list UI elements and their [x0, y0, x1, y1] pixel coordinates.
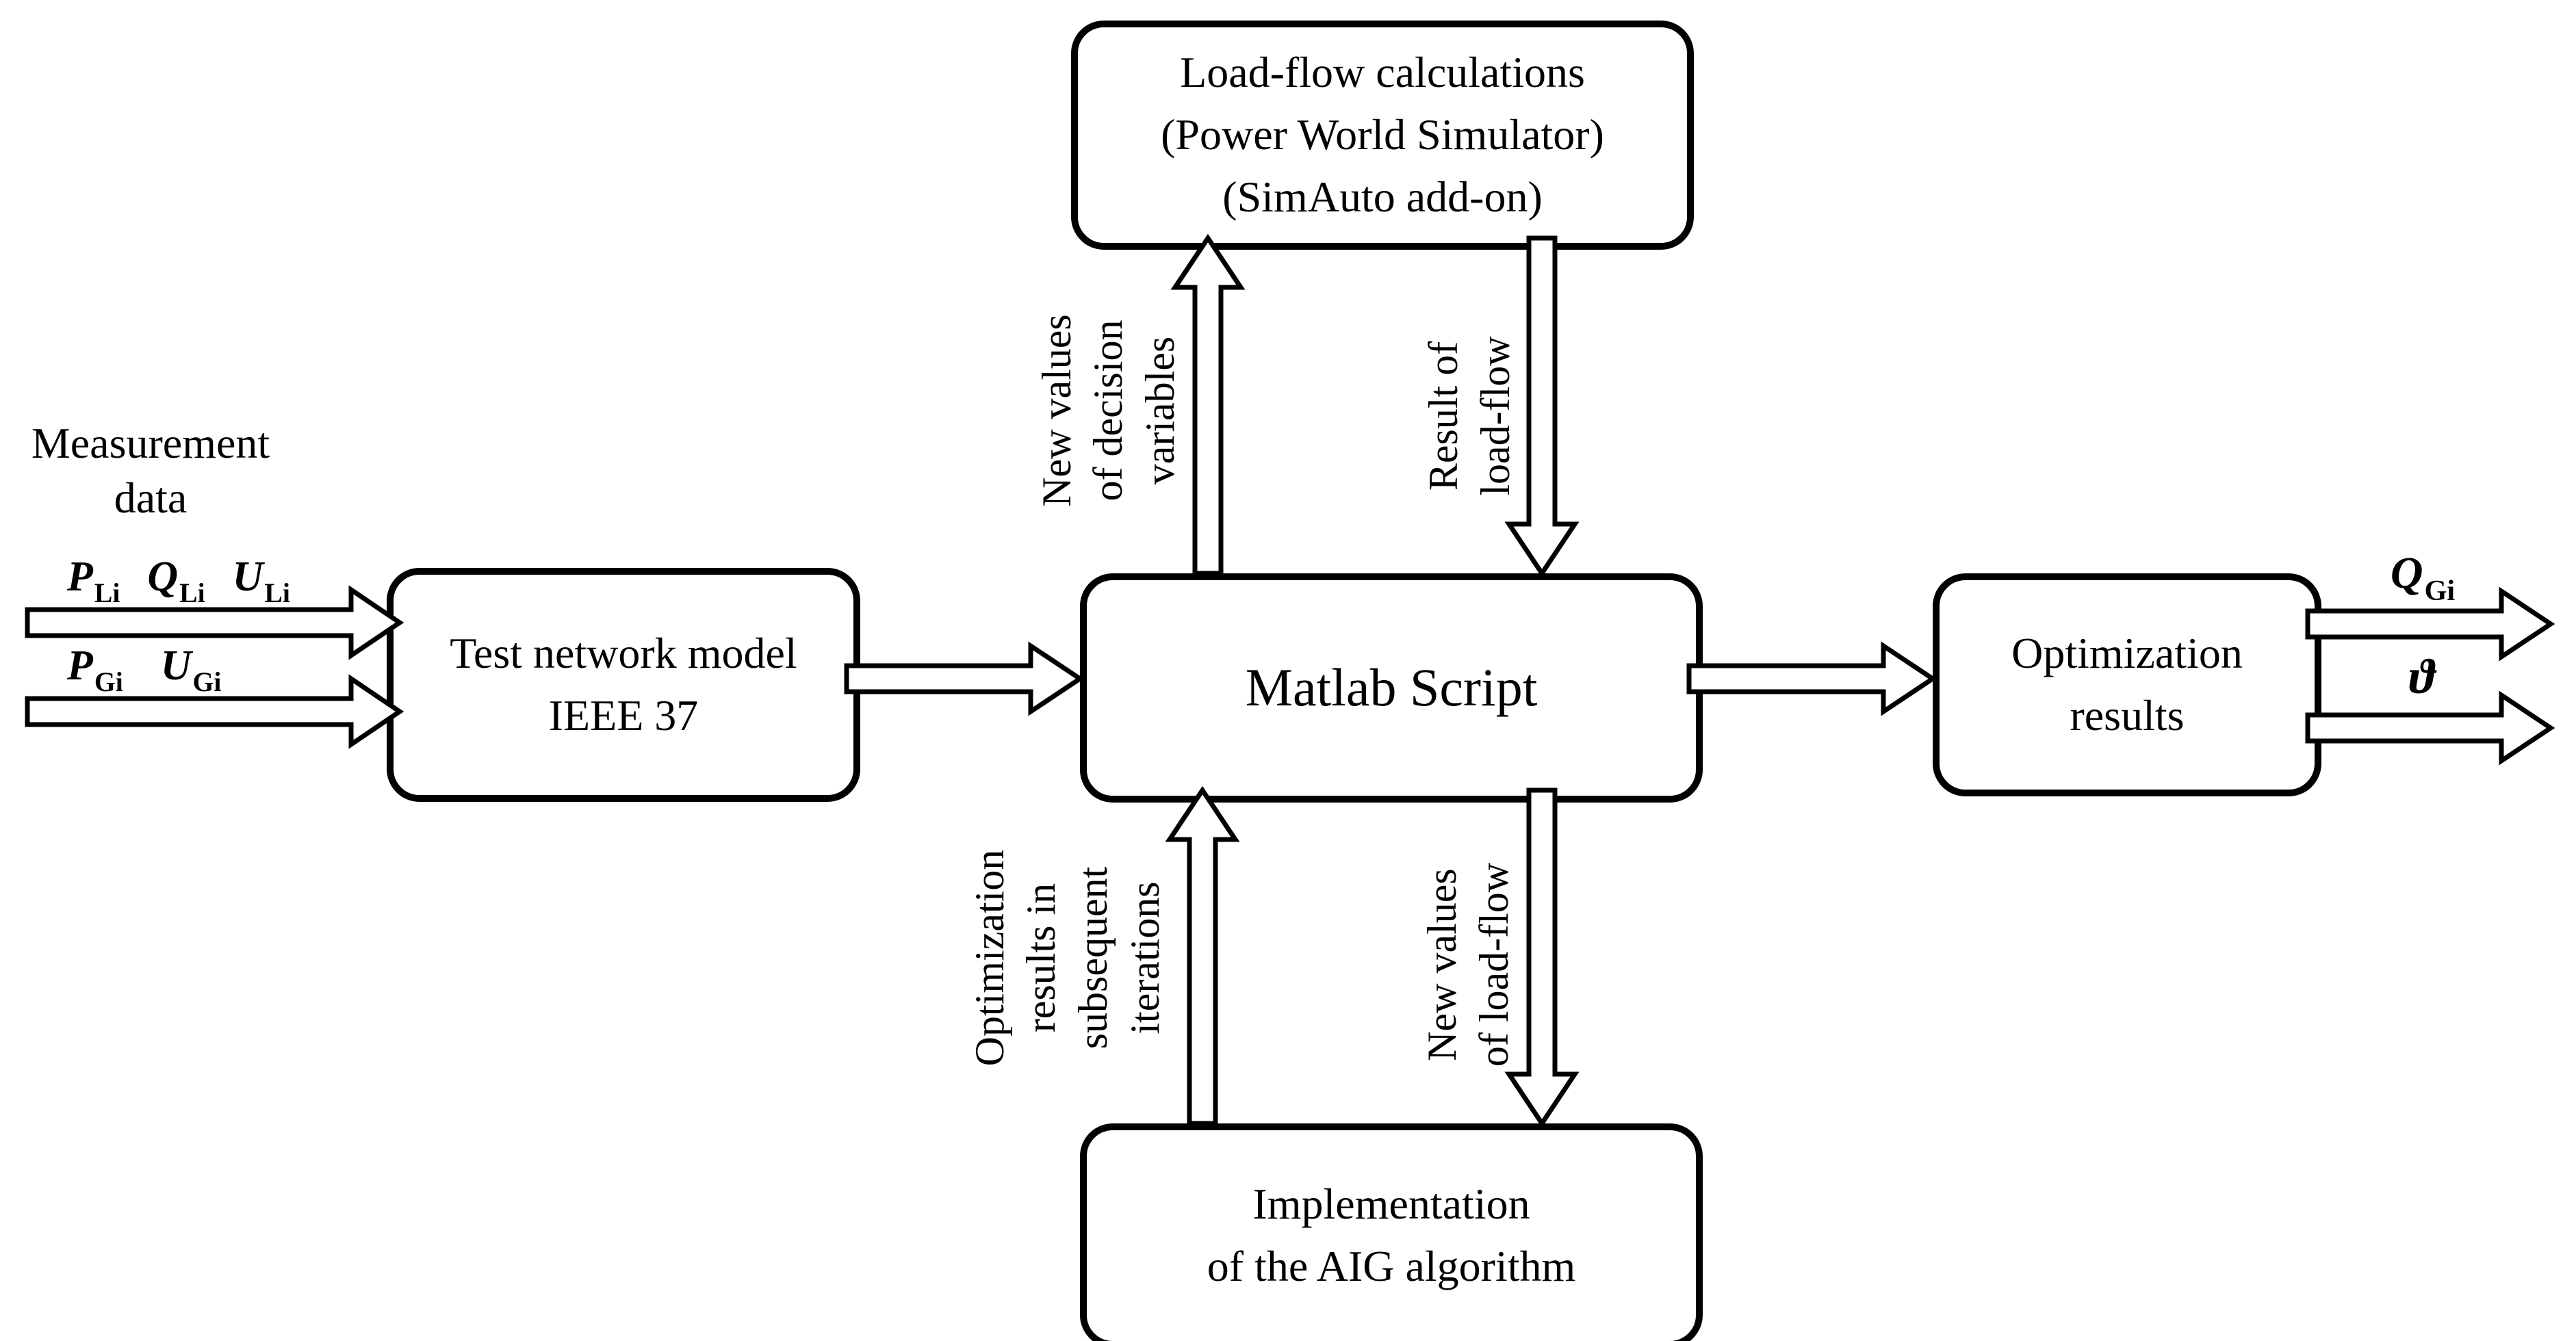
- label-output-qgi: QGi: [2390, 548, 2456, 608]
- label-new-values-decision-variables: New values of decision variables: [1031, 253, 1187, 568]
- box-test-network-line-1: Test network model: [450, 629, 797, 678]
- label-line: of load-flow: [1471, 862, 1517, 1067]
- label-input-row-generator: PGi UGi: [67, 642, 222, 698]
- box-load-flow-line-1: Load-flow calculations: [1180, 48, 1585, 97]
- label-measurement-data: Measurement data: [0, 416, 301, 525]
- label-line: New values: [1419, 868, 1465, 1061]
- label-optimization-results-iterations: Optimization results in subsequent itera…: [964, 797, 1172, 1119]
- symbol-uli: ULi: [232, 554, 290, 609]
- box-optimization-line-2: results: [2070, 691, 2185, 740]
- label-line: variables: [1137, 336, 1183, 485]
- symbol-ugi: UGi: [160, 642, 222, 698]
- box-test-network-model: Test network model IEEE 37: [387, 568, 860, 802]
- label-input-row-load: PLi QLi ULi: [67, 553, 290, 609]
- label-line: results in: [1018, 883, 1064, 1033]
- label-new-values-of-load-flow: New values of load-flow: [1417, 814, 1521, 1115]
- box-test-network-line-2: IEEE 37: [548, 691, 699, 740]
- box-optimization-results: Optimization results: [1933, 573, 2321, 796]
- arrow-up-optimization-iterations-icon: [1165, 785, 1240, 1126]
- label-line: data: [114, 473, 188, 522]
- label-line: subsequent: [1070, 866, 1116, 1050]
- symbol-pli: PLi: [67, 554, 120, 609]
- box-aig-line-2: of the AIG algorithm: [1207, 1242, 1576, 1290]
- box-load-flow-line-2: (Power World Simulator): [1161, 110, 1604, 159]
- label-line: load-flow: [1473, 336, 1518, 496]
- box-optimization-line-1: Optimization: [2011, 629, 2243, 678]
- label-line: of decision: [1085, 320, 1131, 502]
- label-line: New values: [1033, 314, 1079, 507]
- box-aig-line-1: Implementation: [1252, 1180, 1530, 1229]
- box-load-flow-line-3: (SimAuto add-on): [1222, 172, 1543, 221]
- arrow-test-network-to-matlab-icon: [844, 641, 1085, 716]
- label-output-theta: ϑ: [2409, 649, 2435, 704]
- box-matlab-line-1: Matlab Script: [1245, 658, 1538, 718]
- label-result-of-load-flow: Result of load-flow: [1418, 279, 1522, 553]
- box-load-flow-calculations: Load-flow calculations (Power World Simu…: [1071, 21, 1694, 250]
- label-line: iterations: [1122, 881, 1168, 1034]
- symbol-pgi: PGi: [67, 642, 123, 698]
- label-line: Measurement: [31, 419, 270, 467]
- label-line: Result of: [1421, 341, 1467, 491]
- arrow-matlab-to-optimization-icon: [1686, 641, 1937, 716]
- label-line: Optimization: [966, 849, 1012, 1067]
- box-matlab-script: Matlab Script: [1080, 573, 1703, 803]
- symbol-qli: QLi: [147, 554, 205, 609]
- box-aig-algorithm: Implementation of the AIG algorithm: [1080, 1123, 1703, 1341]
